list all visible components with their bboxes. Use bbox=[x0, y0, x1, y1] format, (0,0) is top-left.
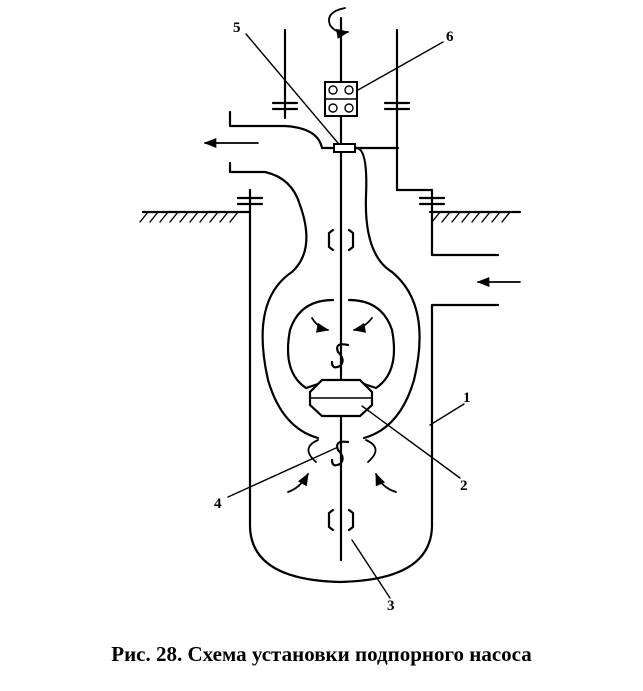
lower-bearing bbox=[327, 508, 355, 532]
motor-stand bbox=[271, 28, 434, 192]
flow-arrows bbox=[203, 137, 521, 493]
outer-casing bbox=[248, 203, 500, 584]
inlet-s-curve bbox=[330, 440, 350, 467]
intermediate-bearing-upper bbox=[327, 228, 355, 252]
discharge-pipe-lower bbox=[228, 161, 302, 207]
discharge-pipe bbox=[228, 110, 336, 150]
leader-lines bbox=[227, 33, 465, 599]
label-3: 3 bbox=[387, 598, 395, 614]
impeller bbox=[308, 378, 374, 418]
label-5: 5 bbox=[233, 20, 241, 36]
shaft-seal bbox=[333, 143, 356, 153]
ground-left bbox=[139, 210, 252, 223]
rotation-arrow bbox=[328, 7, 350, 39]
casing-flanges bbox=[236, 188, 446, 207]
ground-right bbox=[428, 210, 522, 223]
impeller-s-curve-upper bbox=[330, 343, 350, 369]
label-2: 2 bbox=[460, 478, 468, 494]
label-4: 4 bbox=[214, 496, 222, 512]
label-1: 1 bbox=[463, 390, 471, 406]
figure-caption: Рис. 28. Схема установки подпорного насо… bbox=[111, 642, 532, 666]
thrust-bearing bbox=[324, 81, 358, 117]
inlet-pipe bbox=[430, 203, 500, 257]
label-6: 6 bbox=[446, 29, 454, 45]
pump-body bbox=[261, 203, 320, 440]
